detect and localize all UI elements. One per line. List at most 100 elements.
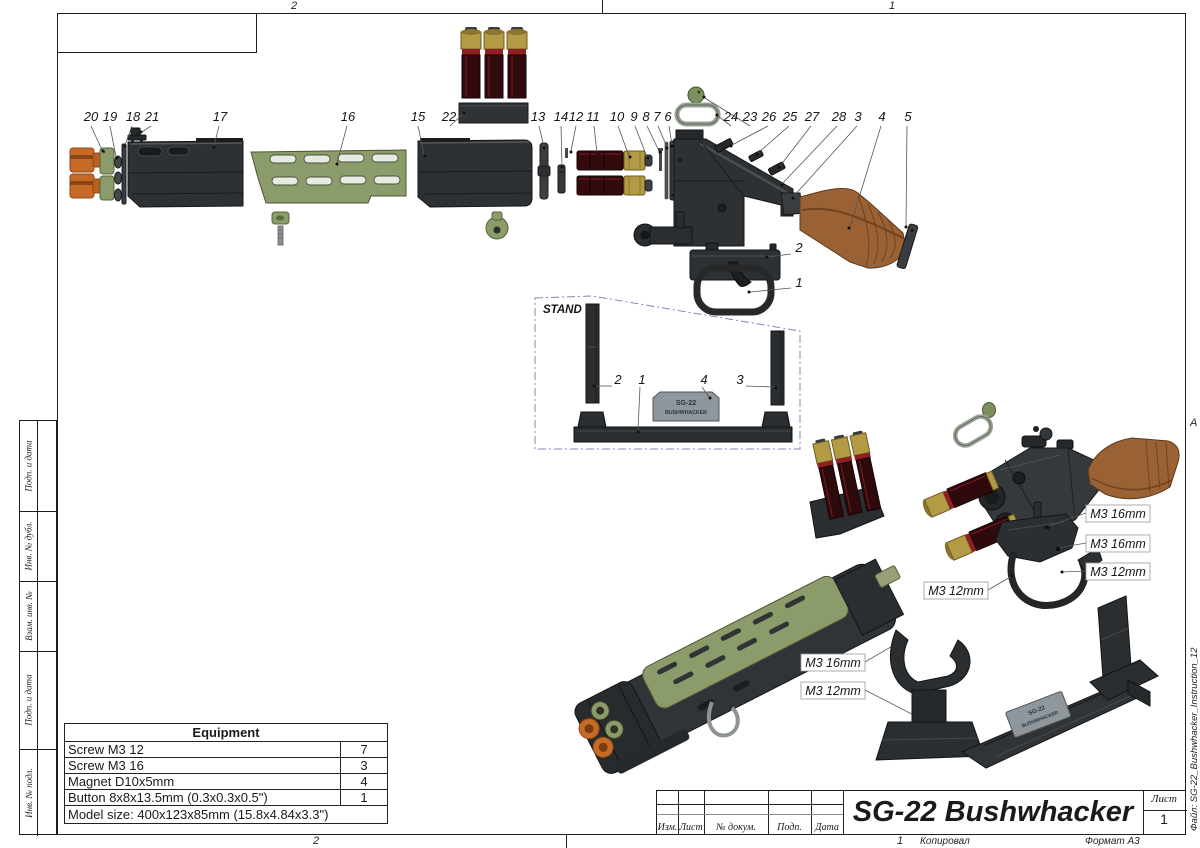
stand-part-label: 1	[638, 372, 645, 387]
assembled-bracket	[995, 501, 1079, 563]
part-label: 16	[341, 109, 356, 124]
callout-dots-rear	[1010, 525, 1064, 578]
part-barrel-block-17	[127, 138, 244, 208]
screw-callout: M3 12mm	[800, 681, 866, 700]
title-col-data: Дата	[815, 822, 839, 833]
assembled-shell-a	[922, 470, 1000, 518]
part-label: 3	[854, 109, 862, 124]
part-handguard-16	[250, 149, 407, 246]
part-label: 23	[742, 109, 758, 124]
stand-part-label: 2	[613, 372, 622, 387]
top-left-reference-box	[57, 13, 257, 53]
screw-callout-label: M3 12mm	[805, 684, 861, 698]
part-stock-4	[799, 188, 907, 269]
part-latch-27	[768, 161, 786, 176]
stand-leader-lines	[596, 385, 775, 431]
assembly-front: M3 16mm M3 12mm	[574, 558, 939, 774]
part-label: 25	[782, 109, 798, 124]
stand-nameplate: SG-22 BUSHWHACKER	[652, 391, 720, 422]
table-row: Button 8x8x13.5mm (0.3x0.3x0.5") 1	[65, 790, 387, 806]
screw-callout-label: M3 12mm	[1090, 565, 1146, 579]
nameplate-line1: SG-22	[676, 400, 696, 407]
assembled-sling-swivel	[952, 402, 996, 448]
copied-by-label: Копировал	[920, 836, 970, 847]
nameplate-line2: BUSHWHACKER	[665, 410, 707, 416]
part-label: 9	[630, 109, 637, 124]
stand-cradle	[889, 629, 971, 695]
title-col-ndokum: № докум.	[716, 822, 756, 833]
part-label: 1	[795, 275, 802, 290]
leader-lines	[90, 97, 908, 293]
table-row: Model size: 400x123x85mm (15.8x4.84x3.3"…	[65, 806, 387, 823]
stand-base	[573, 411, 793, 443]
equipment-qty: 7	[360, 742, 368, 757]
stand-nameplate-assembled: SG-22 BUSHWHACKER	[1005, 691, 1071, 738]
screw-callout-label: M3 16mm	[1090, 507, 1146, 521]
assembly-rear: M3 16mm M3 16mm M3 12mm M3 12mm	[809, 402, 1180, 609]
part-label: 24	[723, 109, 738, 124]
part-plate-18	[121, 143, 127, 205]
zone-mark-side: A	[1190, 417, 1198, 429]
equipment-table-header: Equipment	[65, 724, 387, 742]
part-label: 13	[531, 109, 546, 124]
equipment-qty: 1	[360, 790, 368, 805]
part-pin-8	[658, 148, 663, 171]
part-front-rings	[99, 147, 115, 201]
sheet-number: 1	[1160, 811, 1168, 827]
screw-callout-label: M3 16mm	[1090, 537, 1146, 551]
table-row: Magnet D10x5mm 4	[65, 774, 387, 790]
part-label: 26	[761, 109, 777, 124]
stand-part-label: 4	[700, 372, 707, 387]
part-label: 27	[804, 109, 820, 124]
part-label: 4	[878, 109, 885, 124]
part-label: 15	[411, 109, 426, 124]
part-strip-7	[664, 141, 669, 200]
format-label: Формат А3	[1085, 836, 1140, 847]
document-title: SG-22 Bushwhacker	[852, 795, 1134, 828]
assembled-grip	[1087, 437, 1180, 500]
assembled-shell-rack	[809, 430, 885, 539]
title-block: Изм. Лист № докум. Подп. Дата SG-22 Bush…	[656, 790, 1187, 835]
stand-post-right	[770, 330, 785, 406]
part-label: 6	[664, 109, 672, 124]
part-label: 10	[610, 109, 625, 124]
part-rod-5	[896, 223, 919, 270]
screw-callout-label: M3 16mm	[805, 656, 861, 670]
part-label: 21	[144, 109, 159, 124]
equipment-qty: 3	[360, 758, 368, 773]
stand-post-left	[585, 303, 600, 404]
part-label: 19	[103, 109, 117, 124]
zone-mark: 2	[291, 0, 298, 12]
part-label: 20	[83, 109, 99, 124]
part-label: 2	[794, 240, 803, 255]
part-sling-swivel	[674, 86, 721, 127]
fold-tick-top	[602, 0, 603, 13]
assembled-stand: SG-22 BUSHWHACKER	[875, 595, 1159, 769]
screw-callout: M3 16mm	[1085, 534, 1151, 553]
part-label: 17	[213, 109, 228, 124]
stand-view-title: STAND	[543, 304, 582, 316]
model-size-note: Model size: 400x123x85mm (15.8x4.84x3.3"…	[68, 807, 329, 822]
screw-callout: M3 16mm	[800, 653, 866, 672]
part-label: 5	[904, 109, 912, 124]
equipment-qty: 4	[360, 774, 368, 789]
callout-leaders-rear	[987, 512, 1087, 591]
part-strip-13	[537, 142, 551, 200]
sling-loop	[706, 701, 740, 738]
leader-dots	[101, 95, 908, 294]
screw-callout: M3 16mm	[1085, 504, 1151, 523]
part-button-25	[748, 150, 764, 162]
sheet-label: Лист	[1151, 793, 1177, 805]
shell-rack-top	[458, 27, 529, 124]
screw-callout: M3 12mm	[1085, 562, 1151, 581]
zone-mark: 1	[897, 835, 904, 847]
stand-view: STAND SG-22 BUSHWHACKER	[534, 295, 801, 450]
equipment-item: Magnet D10x5mm	[65, 774, 341, 789]
stand-part-label: 3	[736, 372, 744, 387]
part-clip-14	[557, 164, 566, 194]
stand-view-border	[534, 295, 801, 450]
part-rail-26	[714, 138, 734, 153]
part-label: 22	[441, 109, 457, 124]
stand-leader-dots	[592, 384, 778, 434]
